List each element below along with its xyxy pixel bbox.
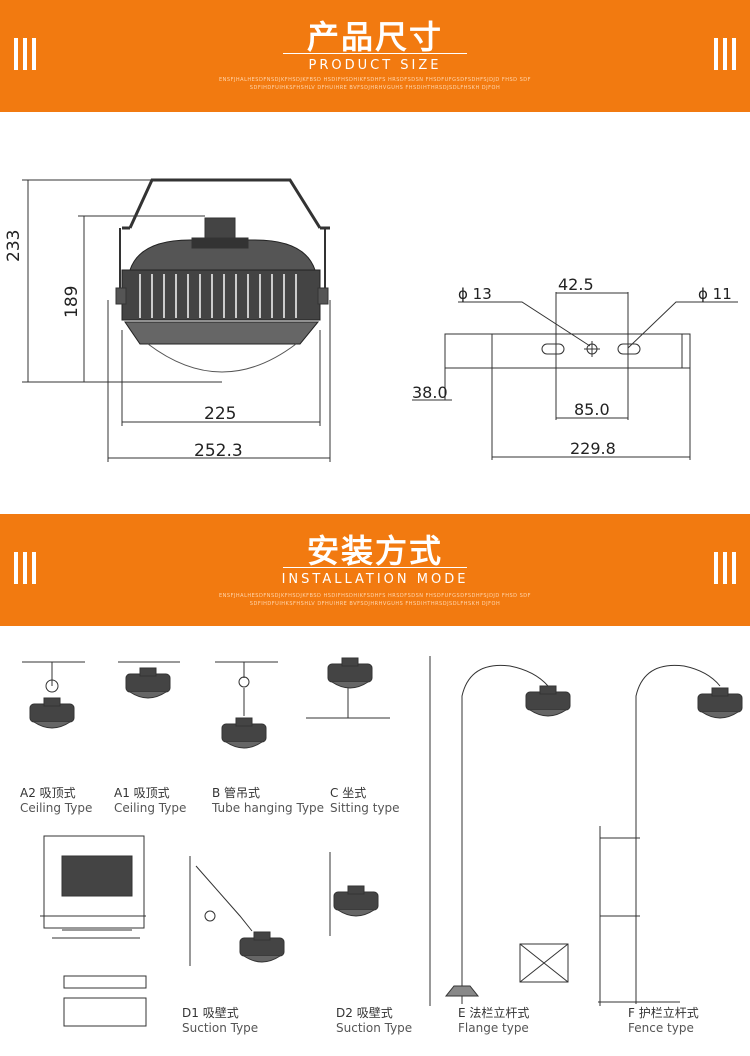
section-subtitle: INSTALLATION MODE: [281, 572, 469, 587]
dimension-drawings: [22, 178, 738, 462]
dim-hole-13: ϕ 13: [458, 285, 492, 303]
caption-cn: A1 吸顶式: [114, 786, 170, 800]
title-underline: [283, 567, 467, 568]
dim-center: 42.5: [558, 275, 594, 294]
dim-height-body: 189: [62, 285, 82, 318]
caption-en: Suction Type: [336, 1021, 413, 1035]
caption-en: Ceiling Type: [114, 801, 187, 815]
dim-height-total: 233: [4, 229, 24, 262]
dim-bracket-width: 229.8: [570, 439, 616, 458]
caption-cn: D1 吸壁式: [182, 1006, 239, 1020]
bars-icon: [714, 552, 738, 584]
fine-print: ENSFJHALHESDFNSDJKFHSDJKFBSD HSDIFHSDHIK…: [219, 77, 531, 91]
caption-en: Tube hanging Type: [212, 801, 325, 815]
caption-en: Sitting type: [330, 801, 400, 815]
caption-cn: A2 吸顶式: [20, 786, 76, 800]
dim-width-total: 252.3: [194, 441, 243, 461]
product-size-banner: 产品尺寸 PRODUCT SIZE ENSFJHALHESDFNSDJKFHSD…: [0, 0, 750, 112]
bars-icon: [714, 38, 738, 70]
dim-hole-11: ϕ 11: [698, 285, 732, 303]
installation-mode-banner: 安装方式 INSTALLATION MODE ENSFJHALHESDFNSDJ…: [0, 514, 750, 626]
dim-width-inner: 225: [204, 404, 237, 424]
caption-cn: F 护栏立杆式: [628, 1006, 699, 1020]
section-title: 产品尺寸: [306, 18, 443, 56]
dim-hole-spacing: 85.0: [574, 400, 610, 419]
bars-icon: [14, 38, 38, 70]
caption-cn: D2 吸壁式: [336, 1006, 393, 1020]
caption-en: Suction Type: [182, 1021, 259, 1035]
title-underline: [283, 53, 467, 54]
caption-cn: B 管吊式: [212, 786, 261, 800]
caption-en: Flange type: [458, 1021, 529, 1035]
caption-en: Ceiling Type: [20, 801, 93, 815]
installation-illustrations: [22, 656, 743, 1027]
bars-icon: [14, 552, 38, 584]
caption-cn: E 法栏立杆式: [458, 1006, 530, 1020]
fine-print: ENSFJHALHESDFNSDJKFHSDJKFBSD HSDIFHSDHIK…: [219, 593, 531, 607]
caption-en: Fence type: [628, 1021, 694, 1035]
section-subtitle: PRODUCT SIZE: [308, 58, 442, 73]
caption-cn: C 坐式: [330, 786, 367, 800]
section-title: 安装方式: [306, 532, 443, 570]
dim-bracket-height: 38.0: [412, 383, 448, 402]
